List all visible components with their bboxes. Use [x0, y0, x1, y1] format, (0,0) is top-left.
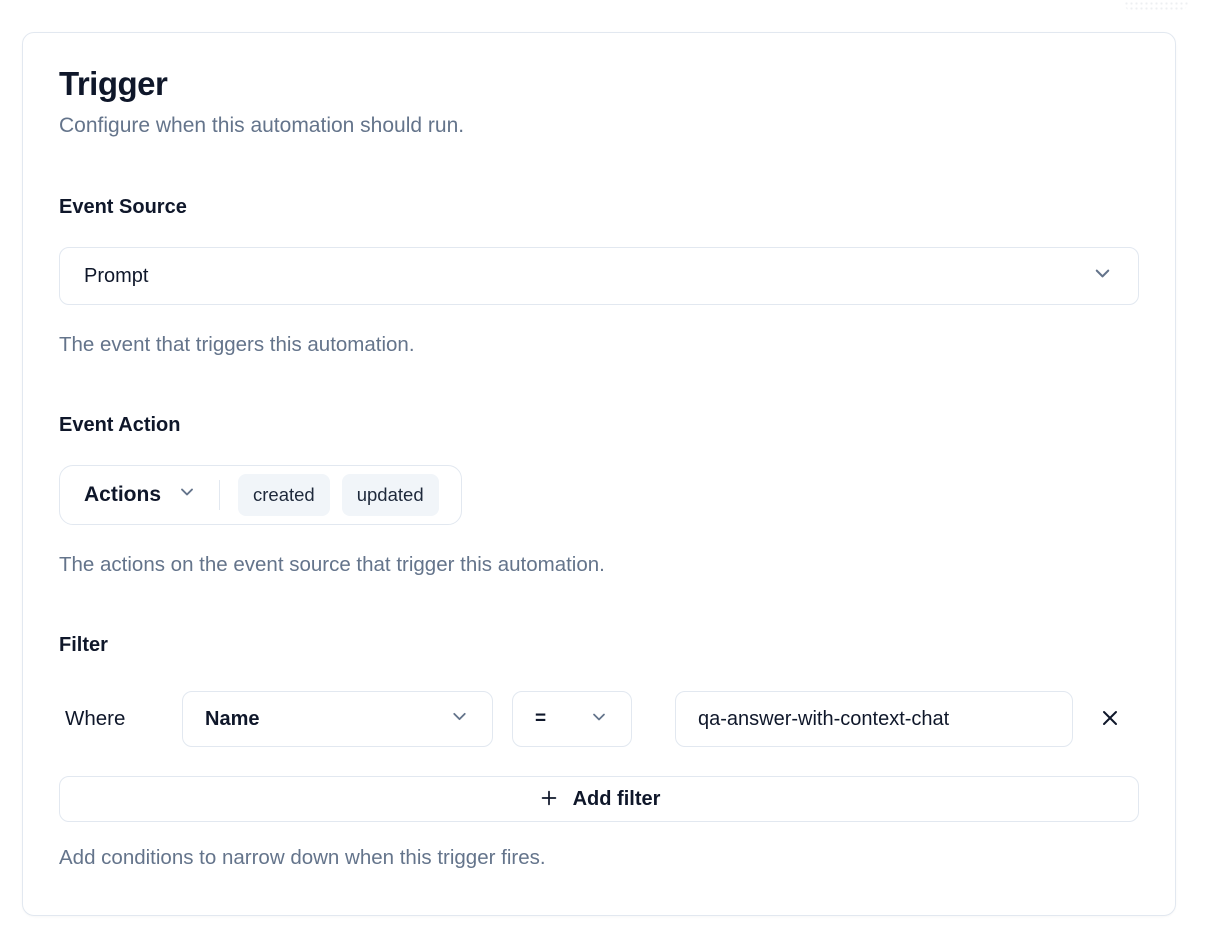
trigger-card: Trigger Configure when this automation s… [22, 32, 1176, 916]
event-source-helper: The event that triggers this automation. [59, 333, 415, 356]
event-action-control: Actions created updated [59, 465, 462, 525]
filter-field-value: Name [205, 707, 260, 730]
filter-row: Where Name = [59, 691, 1139, 747]
page-title: Trigger [59, 65, 168, 102]
event-action-label: Event Action [59, 414, 181, 436]
filter-operator-select[interactable]: = [512, 691, 632, 747]
action-chip-created[interactable]: created [238, 474, 330, 516]
plus-icon [538, 787, 560, 812]
filter-field-select[interactable]: Name [182, 691, 493, 747]
add-filter-label: Add filter [572, 787, 661, 810]
event-action-dropdown[interactable]: Actions [84, 482, 197, 508]
filter-where-label: Where [65, 707, 126, 730]
event-source-value: Prompt [84, 264, 149, 287]
filter-operator-value: = [535, 708, 547, 729]
add-filter-button[interactable]: Add filter [59, 776, 1139, 822]
chevron-down-icon [449, 706, 470, 732]
filter-helper: Add conditions to narrow down when this … [59, 846, 546, 869]
page-subtitle: Configure when this automation should ru… [59, 114, 465, 137]
event-source-label: Event Source [59, 196, 187, 218]
event-action-dropdown-label: Actions [84, 483, 162, 506]
chevron-down-icon [177, 482, 197, 508]
vertical-divider [219, 480, 221, 510]
chevron-down-icon [589, 707, 609, 732]
event-source-select[interactable]: Prompt [59, 247, 1139, 305]
close-icon [1098, 706, 1122, 733]
cutoff-artifact [1124, 0, 1188, 12]
chevron-down-icon [1091, 262, 1114, 290]
event-action-helper: The actions on the event source that tri… [59, 553, 605, 576]
filter-label: Filter [59, 634, 108, 656]
action-chip-updated[interactable]: updated [341, 474, 439, 516]
remove-filter-button[interactable] [1095, 704, 1125, 734]
filter-value-input[interactable] [675, 691, 1073, 747]
